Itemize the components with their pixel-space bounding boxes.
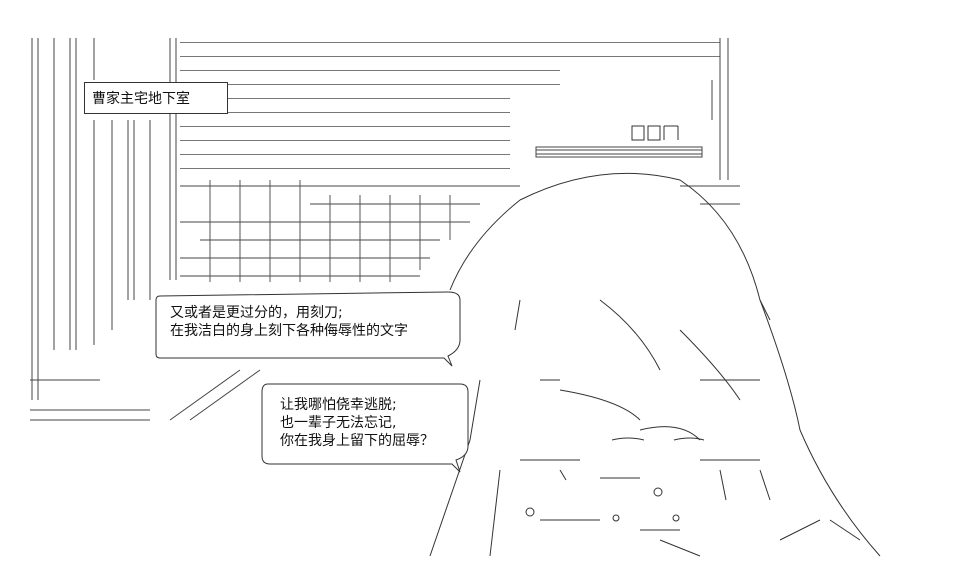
- location-label: 曹家主宅地下室: [92, 91, 190, 107]
- dialogue-2-line-2: 也一辈子无法忘记,: [280, 415, 397, 431]
- dialogue-2-line-3: 你在我身上留下的屈辱？: [280, 433, 434, 449]
- dialogue-1-line-1: 又或者是更过分的，用刻刀;: [170, 305, 343, 321]
- dialogue-2-line-1: 让我哪怕侥幸逃脱;: [280, 397, 397, 413]
- dialogue-1-line-2: 在我洁白的身上刻下各种侮辱性的文字: [170, 323, 408, 339]
- location-box: [84, 82, 228, 114]
